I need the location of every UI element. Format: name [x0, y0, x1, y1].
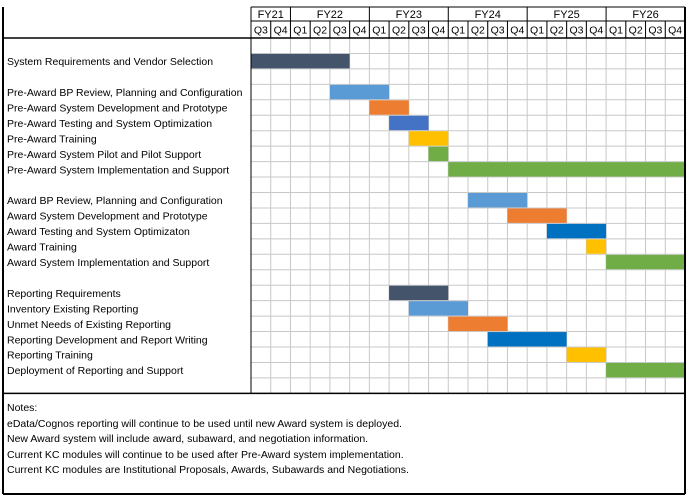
quarter-label: Q2	[471, 25, 485, 37]
quarter-label: Q4	[510, 25, 524, 37]
task-bar	[566, 347, 607, 362]
note-line: New Award system will include award, sub…	[7, 433, 369, 446]
fiscal-year-label: FY21	[258, 9, 284, 21]
task-bar	[606, 254, 685, 270]
task-label: Deployment of Reporting and Support	[7, 365, 183, 377]
fiscal-year-label: FY24	[475, 9, 501, 21]
note-line: eData/Cognos reporting will continue to …	[7, 417, 402, 430]
task-label: Pre-Award System Development and Prototy…	[7, 103, 228, 115]
task-bar	[507, 208, 567, 223]
task-label: Reporting Requirements	[7, 288, 121, 300]
quarter-label: Q1	[451, 25, 465, 37]
quarter-label: Q2	[313, 25, 327, 37]
fiscal-year-label: FY22	[317, 9, 343, 21]
task-bar	[408, 301, 468, 316]
quarter-label: Q2	[392, 25, 406, 37]
task-bar	[389, 285, 449, 301]
note-line: Current KC modules are Institutional Pro…	[7, 464, 409, 477]
task-label: Unmet Needs of Existing Reporting	[7, 319, 171, 331]
task-bar	[329, 84, 390, 100]
task-label: System Requirements and Vendor Selection	[7, 56, 213, 68]
task-label: Pre-Award System Pilot and Pilot Support	[7, 149, 201, 161]
quarter-label: Q3	[491, 25, 505, 37]
task-label: Award Training	[7, 242, 77, 254]
task-label: Inventory Existing Reporting	[7, 303, 138, 315]
task-bar	[448, 162, 685, 177]
task-label: Reporting Training	[7, 350, 93, 362]
task-label: Pre-Award BP Review, Planning and Config…	[7, 87, 243, 99]
task-label: Award System Development and Prototype	[7, 211, 208, 223]
fiscal-year-label: FY23	[396, 9, 422, 21]
task-bar	[428, 146, 449, 162]
task-label: Award System Implementation and Support	[7, 257, 209, 269]
quarter-label: Q1	[293, 25, 307, 37]
quarter-label: Q3	[254, 25, 268, 37]
task-bar	[487, 332, 567, 347]
quarter-label: Q4	[589, 25, 603, 37]
task-bar	[448, 316, 508, 332]
task-bar	[251, 53, 350, 69]
note-line: Current KC modules will continue to be u…	[7, 448, 404, 461]
quarter-label: Q2	[550, 25, 564, 37]
task-bar	[606, 362, 685, 378]
quarter-label: Q4	[668, 25, 682, 37]
task-bar	[408, 131, 449, 146]
quarter-label: Q1	[372, 25, 386, 37]
task-label: Reporting Development and Report Writing	[7, 334, 208, 346]
task-bar	[389, 115, 429, 131]
quarter-label: Q3	[569, 25, 583, 37]
quarter-label: Q3	[333, 25, 347, 37]
task-label: Pre-Award Training	[7, 133, 97, 145]
quarter-label: Q1	[530, 25, 544, 37]
quarter-label: Q2	[629, 25, 643, 37]
quarter-label: Q4	[352, 25, 366, 37]
task-bar	[586, 239, 607, 254]
fiscal-year-label: FY26	[632, 9, 658, 21]
task-bar	[468, 193, 528, 208]
quarter-label: Q4	[274, 25, 288, 37]
task-bar	[369, 100, 409, 115]
notes-heading: Notes:	[7, 402, 38, 414]
quarter-label: Q1	[609, 25, 623, 37]
quarter-label: Q3	[412, 25, 426, 37]
task-label: Pre-Award System Implementation and Supp…	[7, 164, 229, 176]
task-label: Pre-Award Testing and System Optimizatio…	[7, 118, 212, 130]
quarter-label: Q4	[431, 25, 445, 37]
task-label: Award Testing and System Optimizaton	[7, 226, 190, 238]
task-label: Award BP Review, Planning and Configurat…	[7, 195, 223, 207]
notes-section: Notes: eData/Cognos reporting will conti…	[7, 401, 677, 479]
task-bar	[546, 223, 607, 239]
fiscal-year-label: FY25	[553, 9, 579, 21]
quarter-label: Q3	[648, 25, 662, 37]
